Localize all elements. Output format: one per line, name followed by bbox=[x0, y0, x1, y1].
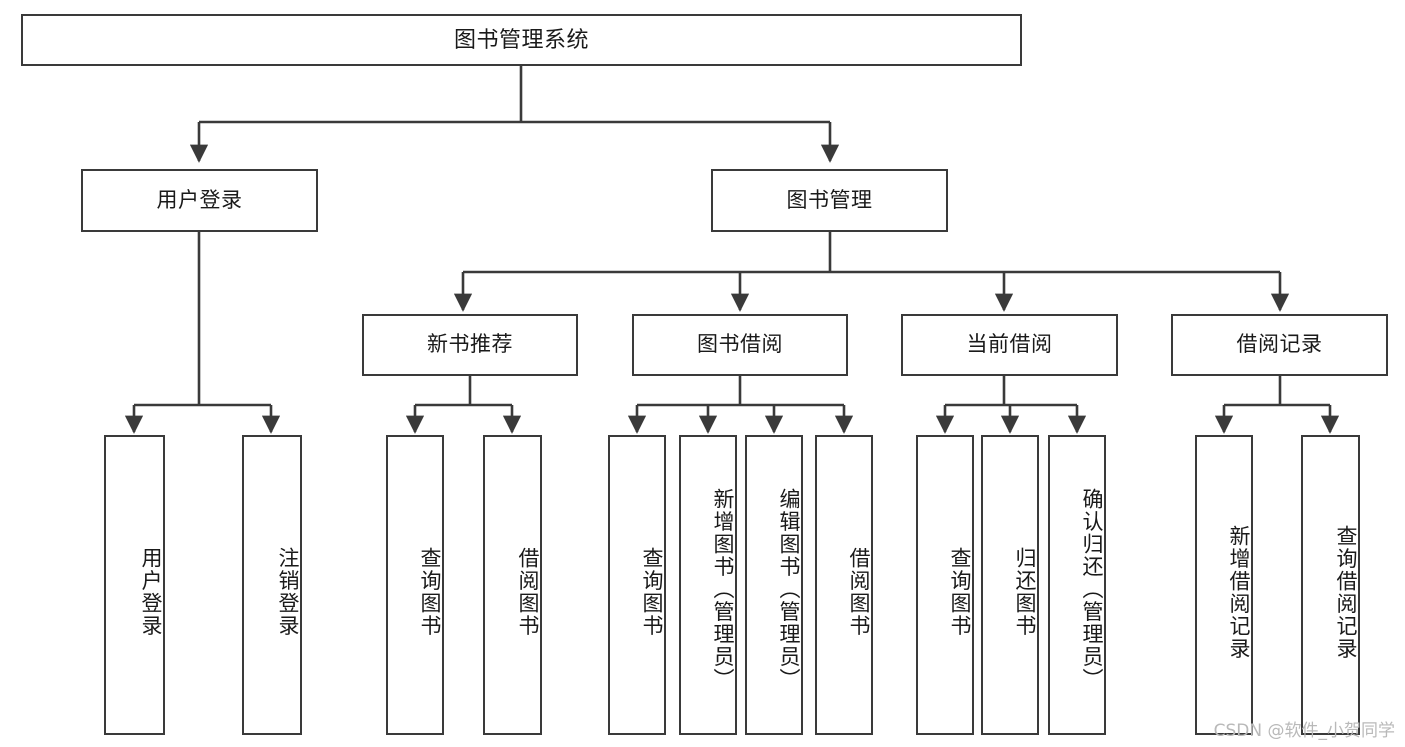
node-leaf-query-record[interactable]: 查询借阅记录 bbox=[1301, 435, 1360, 735]
node-new-book-recommend[interactable]: 新书推荐 bbox=[362, 314, 578, 376]
node-root[interactable]: 图书管理系统 bbox=[21, 14, 1022, 66]
node-leaf-query-book-2[interactable]: 查询图书 bbox=[608, 435, 666, 735]
node-leaf-return-book[interactable]: 归还图书 bbox=[981, 435, 1039, 735]
node-leaf-query-book-3[interactable]: 查询图书 bbox=[916, 435, 974, 735]
node-leaf-user-login[interactable]: 用户登录 bbox=[104, 435, 165, 735]
node-leaf-query-book-1[interactable]: 查询图书 bbox=[386, 435, 444, 735]
node-leaf-confirm-return[interactable]: 确认归还（管理员） bbox=[1048, 435, 1106, 735]
node-book-management[interactable]: 图书管理 bbox=[711, 169, 948, 232]
node-borrow-record[interactable]: 借阅记录 bbox=[1171, 314, 1388, 376]
watermark: CSDN @软件_小贺同学 bbox=[1213, 721, 1395, 741]
node-leaf-borrow-book-2[interactable]: 借阅图书 bbox=[815, 435, 873, 735]
node-leaf-edit-book[interactable]: 编辑图书（管理员） bbox=[745, 435, 803, 735]
node-user-login[interactable]: 用户登录 bbox=[81, 169, 318, 232]
node-leaf-borrow-book-1[interactable]: 借阅图书 bbox=[483, 435, 542, 735]
node-current-borrow[interactable]: 当前借阅 bbox=[901, 314, 1118, 376]
node-leaf-add-record[interactable]: 新增借阅记录 bbox=[1195, 435, 1253, 735]
node-book-borrow[interactable]: 图书借阅 bbox=[632, 314, 848, 376]
node-leaf-logout-login[interactable]: 注销登录 bbox=[242, 435, 302, 735]
node-leaf-add-book[interactable]: 新增图书（管理员） bbox=[679, 435, 737, 735]
